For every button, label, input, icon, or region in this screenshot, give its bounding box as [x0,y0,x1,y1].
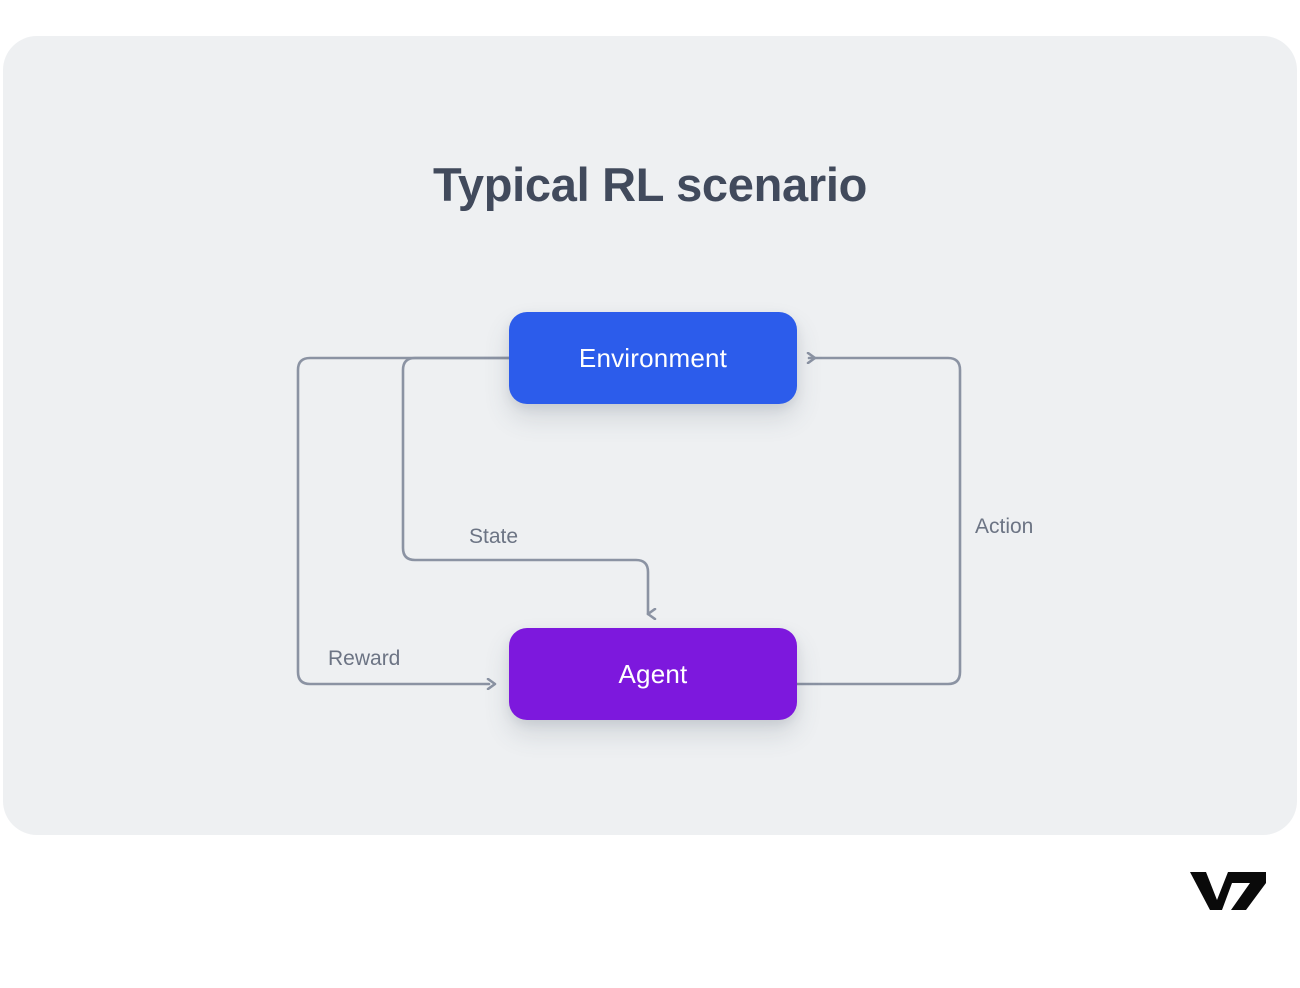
node-environment[interactable]: Environment [509,312,797,404]
page-title: Typical RL scenario [432,158,867,211]
diagram-card: Typical RL scenario Environment Agent St… [3,36,1297,835]
edge-action-path [795,358,962,686]
node-environment-label: Environment [578,342,728,373]
edge-label-action: Action [975,515,1034,538]
edge-reward-path [296,356,511,684]
v7-logo [1190,872,1266,910]
node-agent-label: Agent [618,658,688,689]
edge-label-reward: Reward [328,647,401,670]
edge-label-state: State [469,525,519,548]
node-agent[interactable]: Agent [509,628,797,720]
